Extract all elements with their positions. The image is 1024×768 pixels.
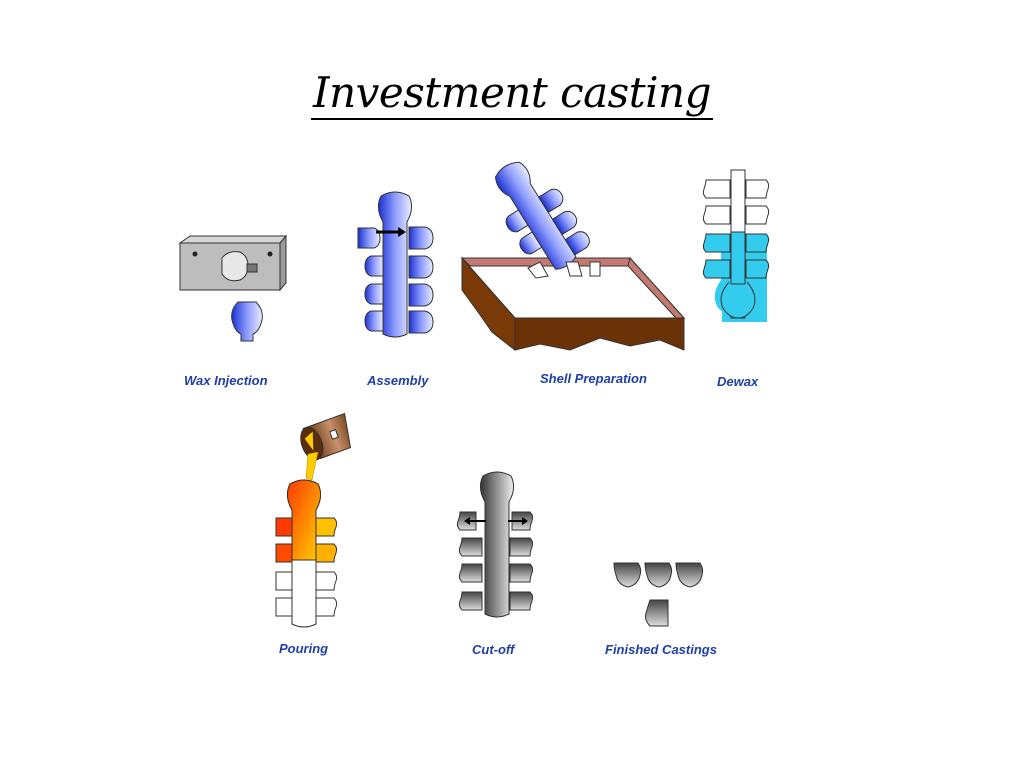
page-title-text: Investment casting <box>311 68 713 120</box>
step-label-cut-off: Cut-off <box>472 642 515 657</box>
step-label-dewax: Dewax <box>717 374 759 389</box>
shell-preparation-illustration <box>460 161 686 352</box>
page-title: Investment casting <box>0 68 1024 120</box>
assembly-illustration <box>357 191 434 338</box>
wax-injection-illustration <box>178 234 288 342</box>
cut-off-illustration <box>456 471 534 618</box>
pouring-illustration <box>275 412 352 628</box>
step-label-shell-preparation: Shell Preparation <box>540 371 647 386</box>
finished-castings-illustration <box>613 562 704 627</box>
step-label-assembly: Assembly <box>367 373 429 388</box>
dewax-illustration <box>702 169 770 322</box>
step-label-pouring: Pouring <box>279 641 329 656</box>
step-label-finished-castings: Finished Castings <box>605 642 717 657</box>
step-label-wax-injection: Wax Injection <box>184 373 268 388</box>
